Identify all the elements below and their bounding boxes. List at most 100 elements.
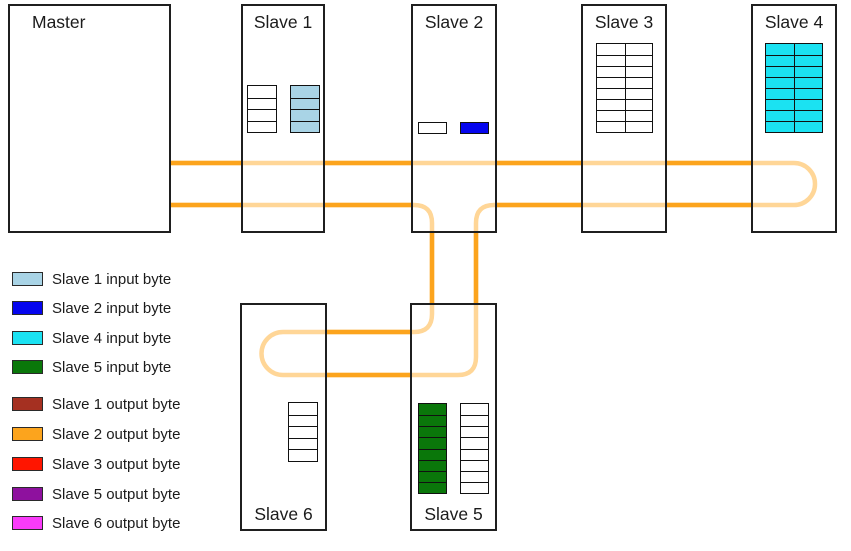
byte-cell <box>291 109 319 121</box>
byte-cell <box>794 55 822 66</box>
byte-cell <box>597 110 625 121</box>
byte-cell <box>419 459 446 471</box>
byte-cell <box>461 448 488 460</box>
byte-cell <box>597 66 625 77</box>
byte-cell <box>766 55 794 66</box>
byte-cell <box>419 415 446 427</box>
legend-label: Slave 2 input byte <box>52 299 172 317</box>
byte-cell <box>291 86 319 98</box>
byte-cell <box>766 44 794 55</box>
byte-cell <box>794 77 822 88</box>
byte-cell <box>248 109 276 121</box>
byte-cell <box>597 99 625 110</box>
byte-cell <box>461 437 488 449</box>
byte-cell <box>794 99 822 110</box>
node-slave2: Slave 2 <box>411 4 497 233</box>
slave5-output-grid <box>460 403 489 494</box>
byte-cell <box>624 121 652 132</box>
byte-cell <box>461 481 488 493</box>
legend-swatch <box>12 487 43 501</box>
legend-item: Slave 2 output byte <box>12 426 180 443</box>
legend-label: Slave 5 input byte <box>52 358 172 376</box>
legend-swatch <box>12 427 43 441</box>
byte-cell <box>624 44 652 55</box>
byte-cell <box>419 448 446 460</box>
slave2-output-grid <box>418 122 447 134</box>
slave2-label: Slave 2 <box>424 12 484 32</box>
master-label: Master <box>32 12 86 32</box>
byte-cell <box>419 404 446 416</box>
byte-cell <box>597 55 625 66</box>
node-master: Master <box>8 4 171 233</box>
legend-item: Slave 5 output byte <box>12 485 181 503</box>
byte-cell <box>766 66 794 77</box>
slave3-label: Slave 3 <box>594 12 654 32</box>
slave1-output-grid <box>247 85 277 133</box>
byte-cell <box>766 99 794 110</box>
byte-cell <box>289 403 317 415</box>
legend-label: Slave 1 input byte <box>52 270 172 288</box>
byte-cell <box>597 88 625 99</box>
byte-cell <box>461 470 488 482</box>
byte-cell <box>419 481 446 493</box>
byte-cell <box>597 44 625 55</box>
byte-cell <box>597 77 625 88</box>
byte-cell <box>248 86 276 98</box>
legend-label: Slave 1 output byte <box>52 395 181 413</box>
legend-item: Slave 3 output byte <box>12 455 181 473</box>
legend-item: Slave 2 input byte <box>12 299 172 317</box>
legend-swatch <box>12 397 43 411</box>
legend-swatch <box>12 360 43 374</box>
byte-cell <box>461 404 488 416</box>
slave2-input-grid <box>460 122 489 134</box>
legend-item: Slave 1 input byte <box>12 270 172 288</box>
byte-cell <box>794 88 822 99</box>
slave4-label: Slave 4 <box>764 12 824 32</box>
byte-cell <box>794 66 822 77</box>
legend-label: Slave 4 input byte <box>52 329 172 347</box>
slave6-label: Slave 6 <box>254 503 313 524</box>
legend-label: Slave 6 output byte <box>52 514 181 532</box>
legend-item: Slave 6 output byte <box>12 514 181 532</box>
slave6-byte-grid <box>288 402 318 462</box>
byte-cell <box>419 437 446 449</box>
byte-cell <box>419 426 446 438</box>
byte-cell <box>794 110 822 121</box>
byte-cell <box>419 470 446 482</box>
legend-item: Slave 1 output byte <box>12 395 181 413</box>
byte-cell <box>597 121 625 132</box>
byte-cell <box>766 110 794 121</box>
byte-cell <box>419 123 446 133</box>
byte-cell <box>766 88 794 99</box>
byte-cell <box>461 415 488 427</box>
byte-cell <box>624 88 652 99</box>
legend-item: Slave 4 input byte <box>12 329 172 347</box>
legend-label: Slave 3 output byte <box>52 455 181 473</box>
slave5-input-grid <box>418 403 447 494</box>
byte-cell <box>624 55 652 66</box>
byte-cell <box>248 120 276 132</box>
byte-cell <box>289 414 317 427</box>
byte-cell <box>766 121 794 132</box>
legend-swatch <box>12 331 43 345</box>
slave4-input-grid <box>765 43 823 133</box>
slave3-byte-grid <box>596 43 653 133</box>
slave1-label: Slave 1 <box>253 12 313 32</box>
byte-cell <box>289 426 317 438</box>
legend-swatch <box>12 457 43 471</box>
byte-cell <box>248 97 276 109</box>
legend-label: Slave 5 output byte <box>52 485 181 503</box>
byte-cell <box>624 66 652 77</box>
byte-cell <box>291 97 319 109</box>
byte-cell <box>461 123 488 133</box>
legend-swatch <box>12 272 43 286</box>
byte-cell <box>289 437 317 450</box>
byte-cell <box>624 110 652 121</box>
legend-swatch <box>12 516 43 530</box>
byte-cell <box>624 77 652 88</box>
byte-cell <box>766 77 794 88</box>
slave1-input-grid <box>290 85 320 133</box>
byte-cell <box>461 459 488 471</box>
legend-swatch <box>12 301 43 315</box>
